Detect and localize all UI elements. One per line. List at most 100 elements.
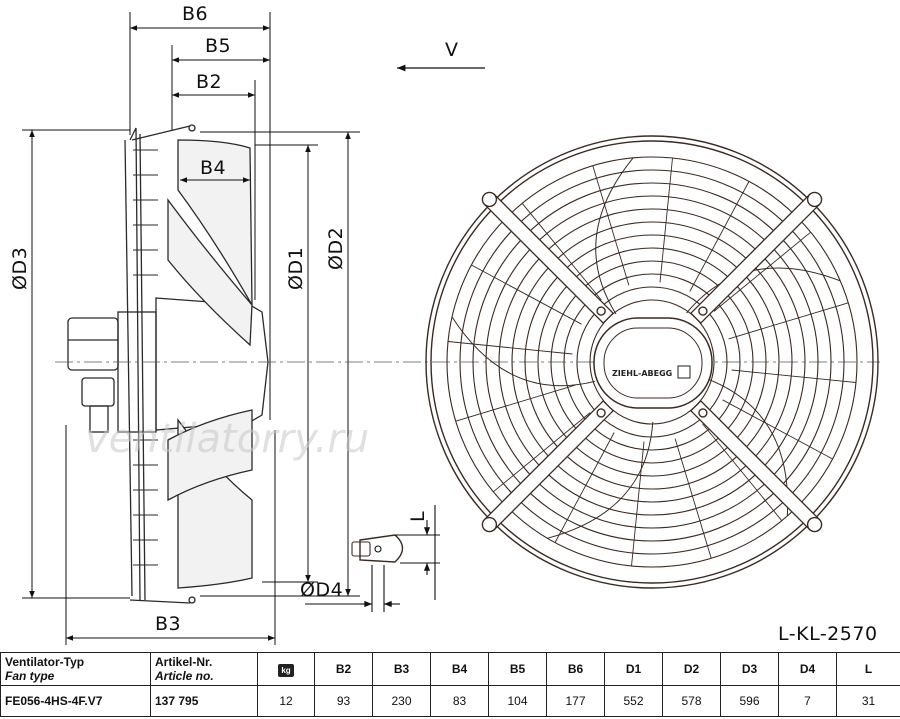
guard-strut [483, 193, 615, 325]
mounting-foot [806, 516, 823, 533]
manufacturer-logo: ZIEHL-ABEGG [612, 369, 672, 378]
guard-spoke [554, 432, 615, 543]
guard-ring [472, 182, 832, 542]
front-label-plate: ZIEHL-ABEGG [612, 365, 691, 379]
header-col: D1 [604, 652, 663, 686]
guard-spoke [731, 369, 857, 383]
fan-type-value: FE056-4HS-4F.V7 [0, 685, 151, 717]
watermark: ventilatorry.ru [85, 416, 369, 462]
front-view [425, 135, 879, 589]
label-b6: B6 [182, 3, 208, 25]
guard-spoke [674, 438, 712, 559]
hub-plate [593, 317, 713, 409]
dimension-labels: B6 B5 B2 B4 B3 ØD3 ØD1 ØD2 [9, 3, 347, 635]
blade-edge [547, 421, 654, 539]
cell-value: 596 [720, 685, 779, 717]
label-b3: B3 [155, 613, 181, 635]
article-de: Artikel-Nr. [155, 655, 213, 669]
guard-spoke [592, 165, 630, 286]
cell-value: 104 [488, 685, 547, 717]
article-en: Article no. [155, 669, 214, 683]
mounting-foot [481, 516, 498, 533]
header-fan-type: Ventilator-Typ Fan type [0, 652, 151, 686]
header-article: Artikel-Nr. Article no. [150, 652, 258, 686]
airflow-direction: V [397, 39, 485, 72]
guard-ring [576, 286, 728, 438]
cell-value: 230 [372, 685, 431, 717]
guard-spoke [631, 441, 645, 567]
drawing-id: L-KL-2570 [778, 623, 878, 645]
guard-spoke [689, 181, 750, 292]
header-weight: kg [257, 652, 315, 686]
header-col: B5 [488, 652, 547, 686]
label-b4: B4 [200, 157, 226, 179]
label-d3: ØD3 [9, 247, 31, 290]
side-dimensions [22, 12, 360, 645]
label-d1: ØD1 [285, 247, 307, 290]
header-col: D4 [778, 652, 837, 686]
table-header: Ventilator-Typ Fan type Artikel-Nr. Arti… [0, 652, 900, 686]
strut-bolt [698, 408, 708, 418]
strut-bolt [596, 306, 606, 316]
cell-value: 7 [778, 685, 837, 717]
label-l: L [407, 511, 429, 522]
strut-bolt [596, 408, 606, 418]
strut-bolt [698, 306, 708, 316]
guard-ring [524, 234, 780, 490]
guard-outer-ring [430, 140, 874, 584]
guard-ring [485, 195, 819, 529]
guard-ring [563, 273, 741, 451]
technical-drawing: B6 B5 B2 B4 B3 ØD3 ØD1 ØD2 V ZIEHL-ABEGG… [9, 3, 880, 645]
guard-spoke [447, 341, 573, 355]
label-d4: ØD4 [300, 579, 343, 601]
header-col: L [836, 652, 900, 686]
label-v: V [445, 39, 459, 61]
header-col: B2 [314, 652, 373, 686]
guard-spoke [471, 264, 582, 325]
cell-value: 31 [836, 685, 900, 717]
mounting-foot [806, 191, 823, 208]
guard-ring [589, 299, 715, 425]
table-row: FE056-4HS-4F.V7 137 795 12 93 230 83 104… [0, 685, 900, 717]
label-d2: ØD2 [325, 227, 347, 270]
cell-value: 552 [604, 685, 663, 717]
guard-ring [459, 169, 845, 555]
header-col: B4 [430, 652, 489, 686]
guard-spoke [455, 384, 576, 422]
weight-value: 12 [257, 685, 315, 717]
guard-spoke [493, 412, 591, 493]
guard-strut [689, 399, 821, 531]
weight-icon: kg [278, 663, 294, 677]
header-col: D2 [662, 652, 721, 686]
header-col: B6 [546, 652, 605, 686]
blade-edge [595, 157, 634, 315]
header-col: D3 [720, 652, 779, 686]
guard-spoke [713, 231, 811, 312]
guard-spoke [659, 157, 673, 283]
guard-spoke [728, 302, 849, 340]
label-b2: B2 [196, 71, 222, 93]
cell-value: 83 [430, 685, 489, 717]
guard-ring [511, 221, 793, 503]
fan-type-en: Fan type [5, 669, 55, 683]
hub-inner [603, 327, 703, 399]
guard-strut [689, 193, 821, 325]
side-view [67, 124, 269, 604]
guard-ring [446, 156, 858, 568]
guard-spoke [722, 399, 833, 460]
mounting-foot-detail [305, 505, 440, 612]
guard-spoke [521, 203, 602, 301]
article-value: 137 795 [150, 685, 258, 717]
guard-spoke [702, 423, 783, 521]
guard-ring [537, 247, 767, 477]
spec-table: Ventilator-Typ Fan type Artikel-Nr. Arti… [0, 652, 900, 717]
label-b5: B5 [205, 35, 231, 57]
mounting-foot [481, 191, 498, 208]
cell-value: 177 [546, 685, 605, 717]
cell-value: 578 [662, 685, 721, 717]
guard-ring [550, 260, 754, 464]
fan-type-de: Ventilator-Typ [5, 655, 85, 669]
guard-outer-ring [425, 135, 879, 589]
header-col: B3 [372, 652, 431, 686]
guard-strut [483, 399, 615, 531]
